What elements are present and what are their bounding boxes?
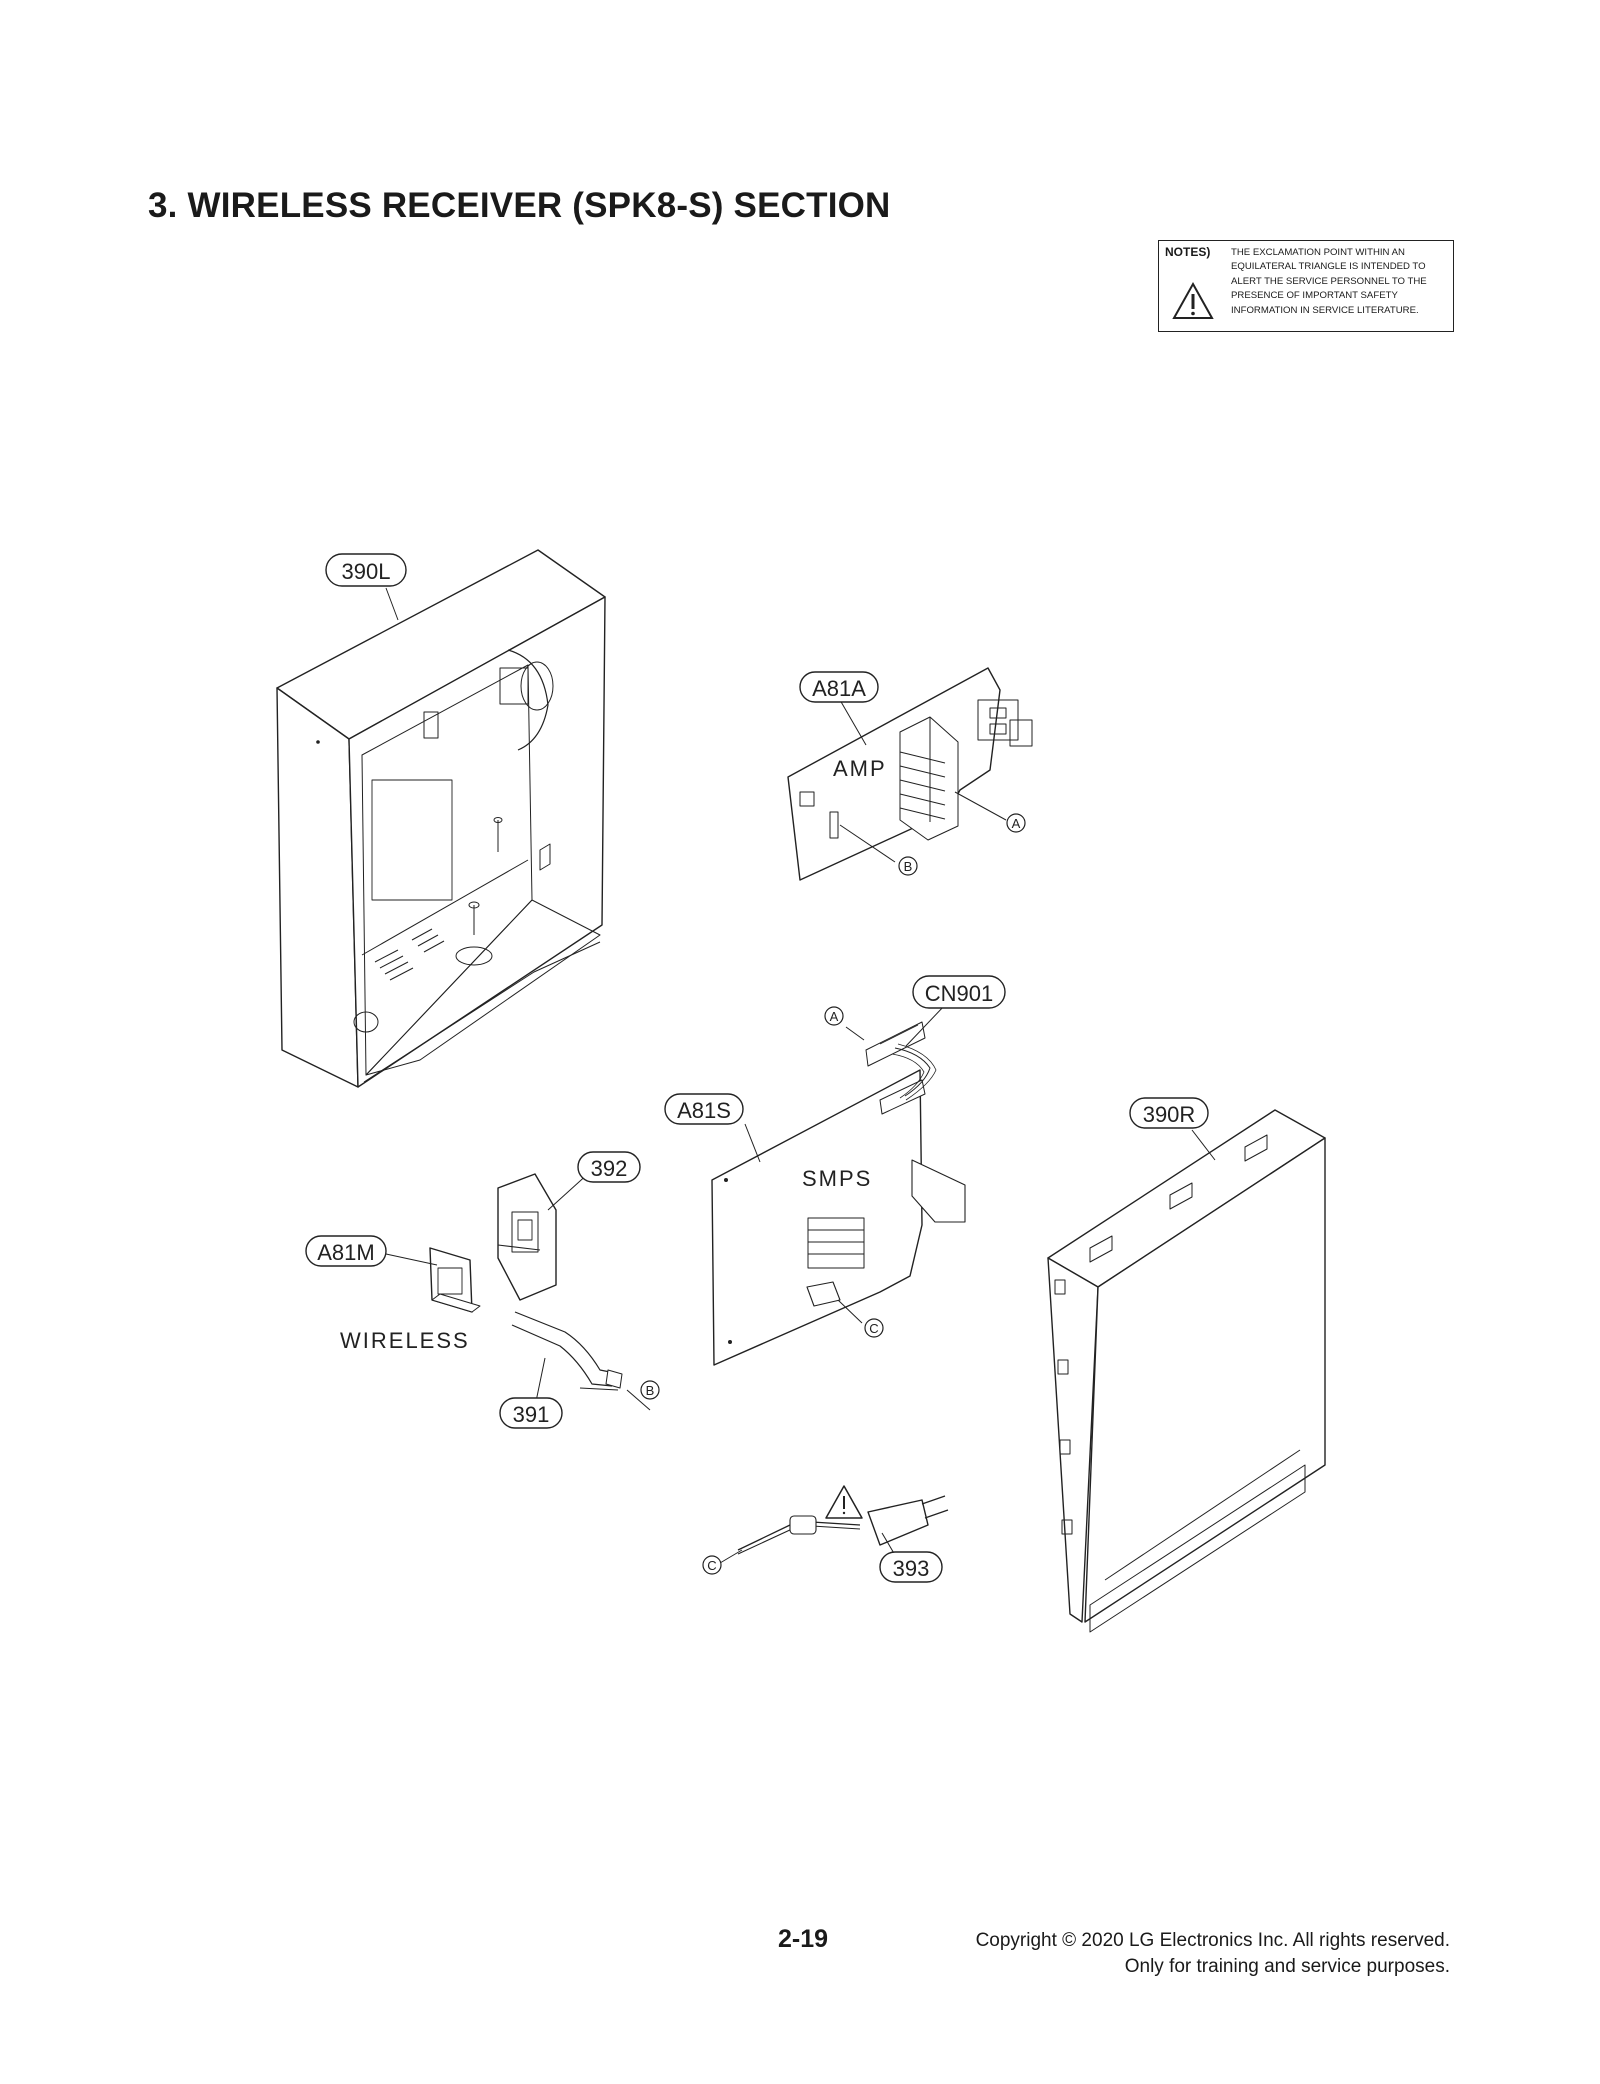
label-wireless: WIRELESS: [340, 1328, 470, 1353]
svg-text:A: A: [1012, 816, 1021, 831]
svg-text:A81A: A81A: [812, 676, 866, 701]
svg-text:C: C: [707, 1558, 716, 1573]
wireless-module-a81m: [429, 1247, 481, 1313]
connector-mark-a-smps: A: [824, 1006, 844, 1026]
svg-text:C: C: [869, 1321, 878, 1336]
leader-lines: [385, 587, 1216, 1564]
svg-text:392: 392: [591, 1156, 628, 1181]
copyright-line-1: Copyright © 2020 LG Electronics Inc. All…: [975, 1930, 1450, 1951]
callout-a81m: A81M: [305, 1235, 387, 1267]
svg-text:CN901: CN901: [925, 981, 993, 1006]
svg-text:A81M: A81M: [317, 1240, 374, 1265]
amp-board-a81a: [787, 667, 1033, 881]
smps-board-a81s: [711, 1021, 966, 1366]
svg-text:A: A: [830, 1009, 839, 1024]
svg-text:393: 393: [893, 1556, 930, 1581]
callout-a81a: A81A: [799, 671, 879, 703]
power-cord-393: [737, 1485, 949, 1555]
connector-mark-a-amp: A: [1006, 813, 1026, 833]
cabinet-390R: [1047, 1109, 1326, 1633]
callout-cn901: CN901: [912, 975, 1006, 1009]
copyright-line-2: Only for training and service purposes.: [1124, 1956, 1450, 1977]
callout-393: 393: [879, 1551, 943, 1583]
callout-390L: 390L: [325, 553, 407, 587]
svg-text:B: B: [904, 859, 913, 874]
svg-text:A81S: A81S: [677, 1098, 731, 1123]
svg-text:391: 391: [513, 1402, 550, 1427]
svg-text:B: B: [646, 1383, 655, 1398]
connector-mark-c-cord: C: [702, 1555, 722, 1575]
callout-392: 392: [577, 1151, 641, 1183]
warning-triangle-icon: [1172, 281, 1214, 319]
svg-text:390L: 390L: [342, 559, 391, 584]
cabinet-390L: [276, 549, 606, 1088]
notes-text: THE EXCLAMATION POINT WITHIN AN EQUILATE…: [1231, 247, 1427, 316]
flat-cable-391: [511, 1311, 623, 1389]
callout-391: 391: [499, 1397, 563, 1429]
copyright-notice: Copyright © 2020 LG Electronics Inc. All…: [890, 1928, 1450, 1980]
svg-text:390R: 390R: [1143, 1102, 1196, 1127]
connector-mark-b-cable: B: [640, 1380, 660, 1400]
page-number: 2-19: [778, 1925, 829, 1953]
connector-mark-c-smps: C: [864, 1318, 884, 1338]
page-title: 3. WIRELESS RECEIVER (SPK8-S) SECTION: [148, 186, 891, 225]
safety-notes-box: NOTES) THE EXCLAMATION POINT WITHIN AN E…: [1158, 240, 1454, 332]
label-smps: SMPS: [802, 1166, 872, 1191]
bracket-392: [497, 1173, 557, 1301]
callout-390R: 390R: [1129, 1097, 1209, 1129]
callout-a81s: A81S: [664, 1093, 744, 1125]
notes-heading: NOTES): [1165, 245, 1211, 259]
connector-mark-b-amp: B: [898, 856, 918, 876]
label-amp: AMP: [833, 756, 887, 781]
